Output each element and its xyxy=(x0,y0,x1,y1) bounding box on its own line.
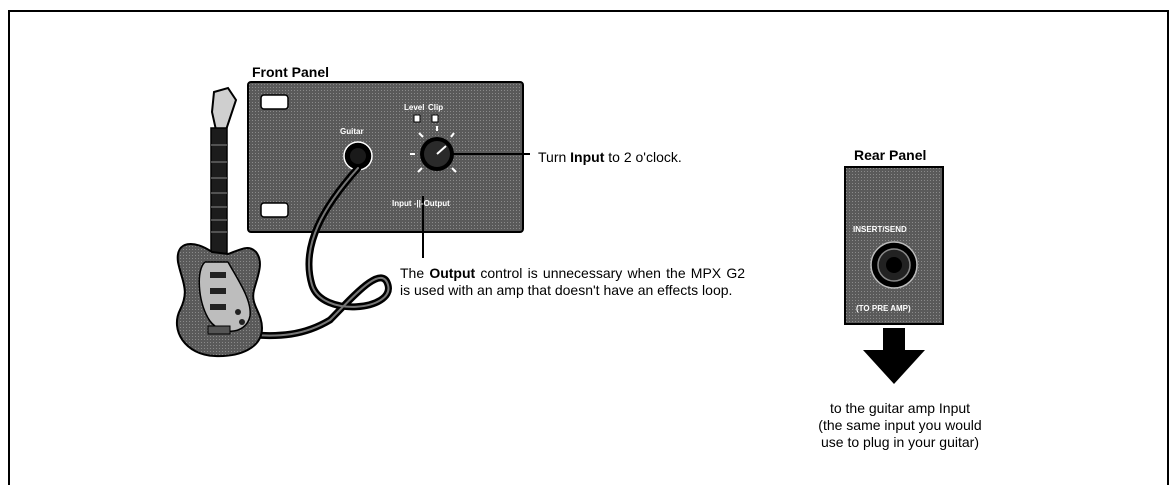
clip-led-label: Clip xyxy=(428,103,444,112)
turn-input-before: Turn xyxy=(538,149,571,165)
turn-input-callout: Turn Input to 2 o'clock. xyxy=(538,149,682,166)
turn-input-after: to 2 o'clock. xyxy=(604,149,682,165)
rear-note-line1: to the guitar amp Input xyxy=(829,400,971,416)
input-knob-icon xyxy=(410,126,463,173)
front-panel-title: Front Panel xyxy=(252,64,330,80)
output-note-before: The xyxy=(400,265,430,281)
to-pre-amp-label: (TO PRE AMP) xyxy=(856,304,911,313)
guitar-icon xyxy=(175,86,264,358)
guitar-jack-icon xyxy=(343,141,373,171)
rear-note-line3: use to plug in your guitar) xyxy=(821,434,979,450)
output-note-bold: Output xyxy=(429,265,476,281)
rear-panel-title: Rear Panel xyxy=(854,147,927,163)
input-output-label: Input -||-Output xyxy=(392,199,450,208)
front-panel-unit xyxy=(247,81,524,233)
rear-output-note: to the guitar amp Input (the same input … xyxy=(800,400,1000,451)
rear-note-line2: (the same input you would xyxy=(818,417,982,433)
insert-send-label: INSERT/SEND xyxy=(853,225,907,234)
guitar-jack-label: Guitar xyxy=(340,127,364,136)
down-arrow-icon xyxy=(863,328,925,384)
output-note-callout: The Output control is unnecessary when t… xyxy=(400,265,745,299)
insert-send-jack-icon xyxy=(870,241,918,289)
level-led-label: Level xyxy=(404,103,425,112)
diagram-frame xyxy=(8,10,1169,485)
output-note-after: control is unnecessary when the MPX G2 i… xyxy=(400,265,746,298)
turn-input-bold: Input xyxy=(570,149,605,165)
